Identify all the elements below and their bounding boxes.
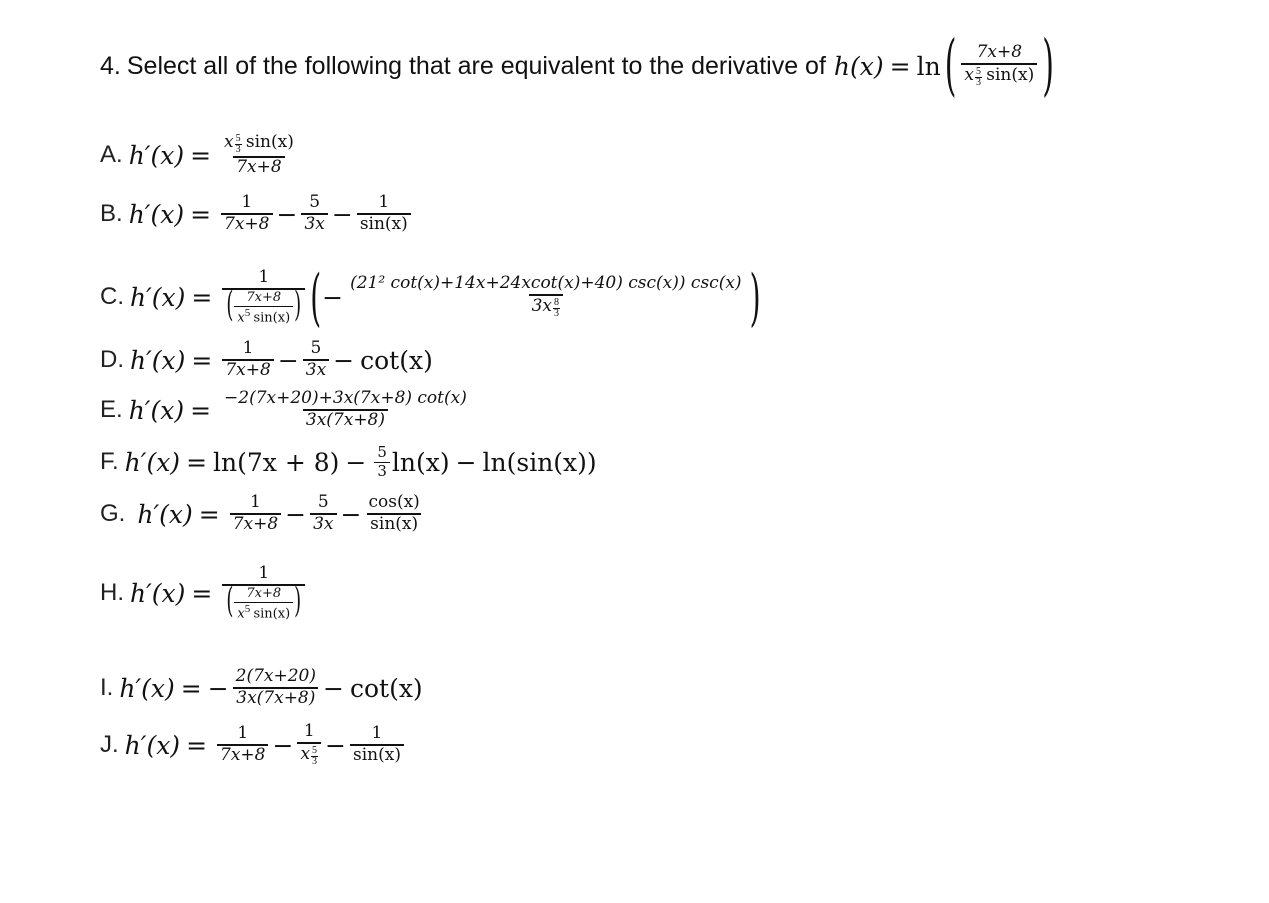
question-number: 4. [100, 51, 121, 80]
option-label: E. [100, 396, 123, 423]
option-c[interactable]: C. h′(x) = 1 ( 7x+8 x5 sin(x) ) ( − (21²… [100, 260, 761, 334]
fraction: 1 ( 7x+8 x5 sin(x) ) [222, 268, 306, 324]
equals-sign: = [180, 673, 202, 703]
function-numerator: 7x+8 [976, 42, 1023, 63]
equals-sign: = [198, 499, 220, 529]
option-label: D. [100, 346, 124, 373]
fraction: 1 ( 7x+8 x5 sin(x) ) [222, 564, 306, 620]
lhs: h′(x) [130, 282, 186, 312]
option-label: F. [100, 448, 119, 475]
lhs: h′(x) [128, 395, 185, 425]
equals-sign: = [190, 199, 212, 229]
equals-sign: = [186, 447, 208, 477]
option-label: I. [100, 674, 114, 701]
question-header: 4. Select all of the following that are … [100, 26, 1055, 106]
option-label: G. [100, 500, 126, 527]
minus-sign: − [276, 199, 298, 229]
fraction: (21² cot(x)+14x+24xcot(x)+40) csc(x)) cs… [350, 273, 742, 319]
option-label: B. [100, 200, 123, 227]
right-paren: ) [1042, 27, 1054, 105]
option-label: C. [100, 283, 124, 310]
lhs: h′(x) [124, 447, 181, 477]
equals-sign: = [190, 140, 212, 170]
lhs: h′(x) [119, 673, 175, 703]
lhs: h′(x) [130, 345, 186, 375]
equals-sign: = [889, 51, 911, 81]
equals-sign: = [190, 395, 212, 425]
option-e[interactable]: E. h′(x) = −2(7x+20)+3x(7x+8) cot(x)3x(7… [100, 388, 467, 430]
lhs: h′(x) [128, 140, 185, 170]
equals-sign: = [191, 345, 213, 375]
option-label: A. [100, 141, 123, 168]
option-i[interactable]: I. h′(x) = − 2(7x+20)3x(7x+8) − cot(x) [100, 666, 423, 708]
function-lhs: h(x) [833, 51, 884, 81]
minus-sign: − [331, 199, 353, 229]
equals-sign: = [191, 282, 213, 312]
lhs: h′(x) [130, 578, 186, 608]
lhs: h′(x) [128, 199, 185, 229]
lhs: h′(x) [137, 499, 193, 529]
option-label: J. [100, 731, 119, 758]
minus-sign: − [322, 282, 344, 312]
option-h[interactable]: H. h′(x) = 1 ( 7x+8 x5 sin(x) ) [100, 558, 309, 628]
lhs: h′(x) [124, 730, 181, 760]
equals-sign: = [191, 578, 213, 608]
left-paren: ( [944, 27, 957, 105]
question-prompt: Select all of the following that are equ… [126, 51, 826, 80]
equals-sign: = [186, 730, 208, 760]
ln-symbol: ln [916, 51, 941, 81]
option-label: H. [100, 579, 124, 606]
